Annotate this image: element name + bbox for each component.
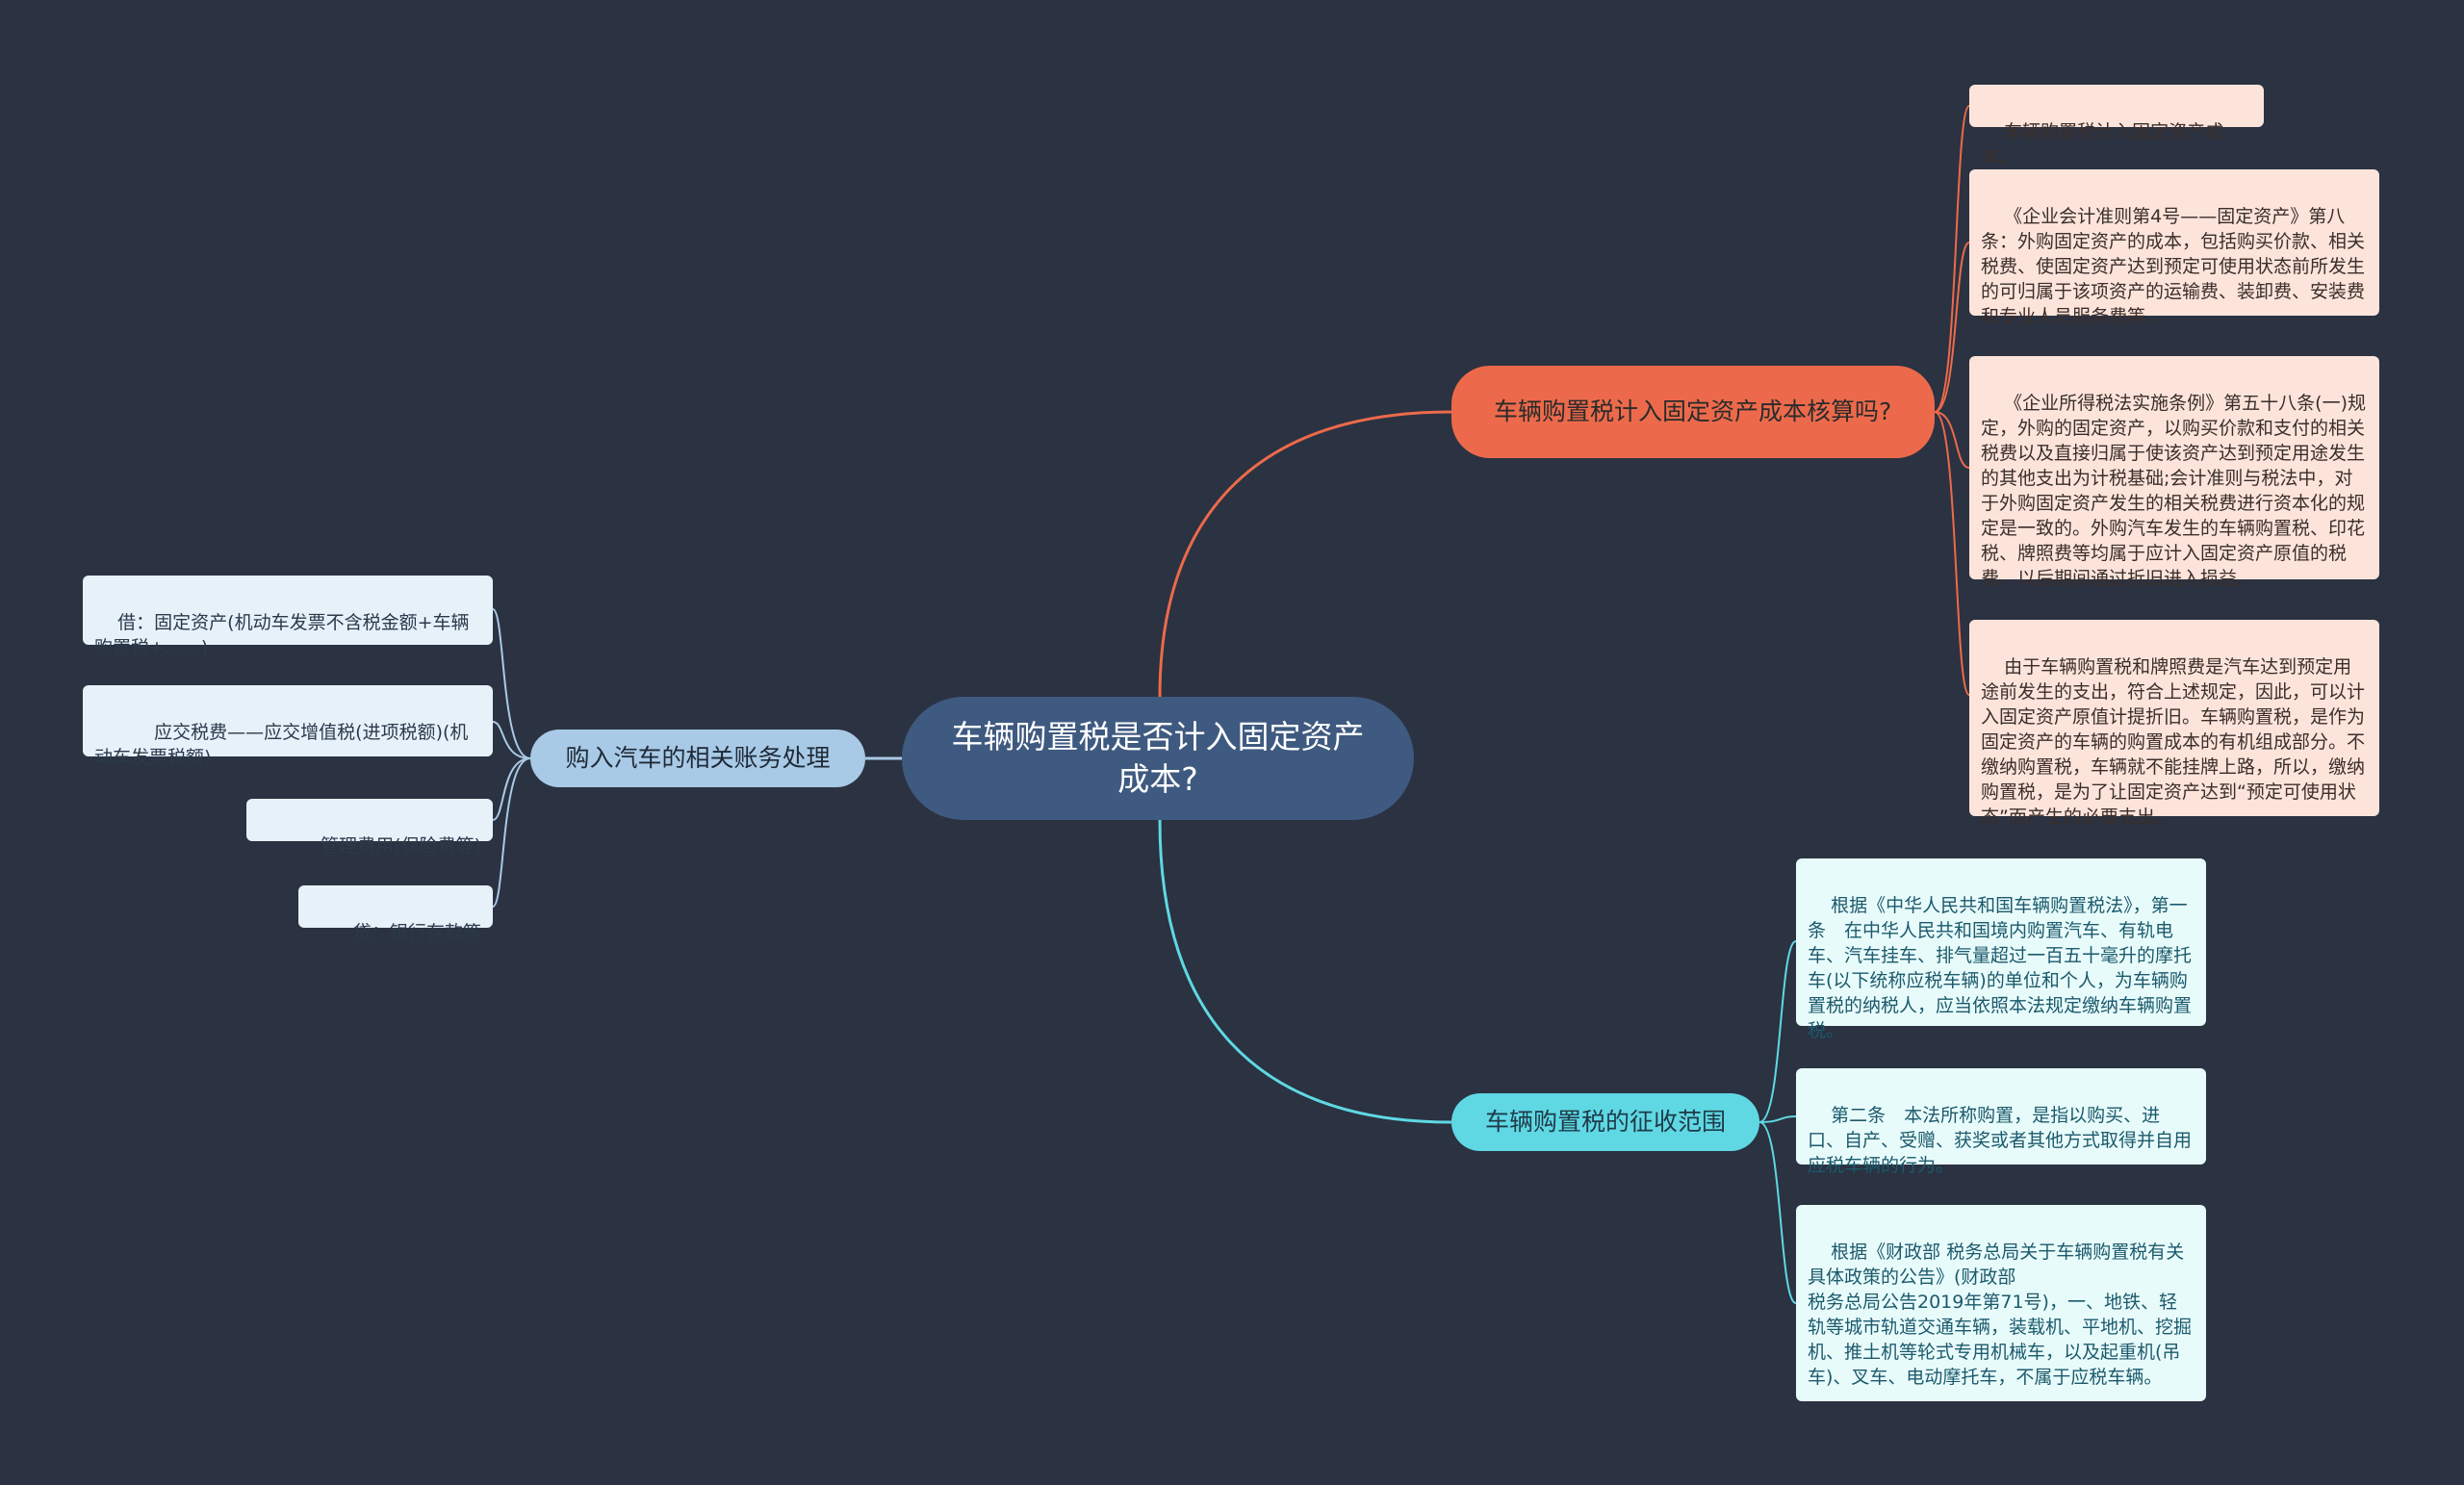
leaf-purchase-1[interactable]: 借：固定资产(机动车发票不含税金额+车辆购置税+……)	[83, 576, 493, 658]
leaf-accounting-1-text: 车辆购置税计入固定资产成本。	[1981, 121, 2224, 167]
link-blue-leaf-1	[492, 608, 531, 759]
leaf-accounting-3[interactable]: 《企业所得税法实施条例》第五十八条(一)规定，外购的固定资产，以购买价款和支付的…	[1969, 356, 2379, 589]
branch-tax-scope[interactable]: 车辆购置税的征收范围	[1451, 1093, 1759, 1151]
leaf-purchase-3[interactable]: 管理费用(保险费等)	[246, 799, 493, 857]
leaf-accounting-4-text: 由于车辆购置税和牌照费是汽车达到预定用途前发生的支出，符合上述规定，因此，可以计…	[1981, 656, 2366, 828]
leaf-purchase-2[interactable]: 应交税费——应交增值税(进项税额)(机动车发票税额)	[83, 685, 493, 768]
leaf-scope-1[interactable]: 根据《中华人民共和国车辆购置税法》，第一条 在中华人民共和国境内购置汽车、有轨电…	[1796, 858, 2206, 1041]
link-orange-leaf-2	[1934, 242, 1970, 413]
link-cyan-leaf-2	[1758, 1115, 1797, 1123]
link-orange-leaf-1	[1934, 105, 1970, 413]
leaf-scope-3-text: 根据《财政部 税务总局关于车辆购置税有关具体政策的公告》(财政部 税务总局公告2…	[1808, 1242, 2193, 1388]
leaf-accounting-4[interactable]: 由于车辆购置税和牌照费是汽车达到预定用途前发生的支出，符合上述规定，因此，可以计…	[1969, 620, 2379, 828]
leaf-accounting-2-text: 《企业会计准则第4号——固定资产》第八条：外购固定资产的成本，包括购买价款、相关…	[1981, 206, 2366, 327]
link-root-cyan	[1158, 819, 1452, 1124]
leaf-scope-2-text: 第二条 本法所称购置，是指以购买、进口、自产、受赠、获奖或者其他方式取得并自用应…	[1808, 1105, 2193, 1176]
branch-accounting-question[interactable]: 车辆购置税计入固定资产成本核算吗?	[1451, 366, 1935, 458]
link-blue-leaf-3	[492, 757, 531, 821]
leaf-purchase-2-text: 应交税费——应交增值税(进项税额)(机动车发票税额)	[94, 722, 469, 768]
branch-tax-scope-label: 车辆购置税的征收范围	[1484, 1108, 1726, 1136]
link-orange-leaf-4	[1934, 411, 1970, 696]
leaf-purchase-4-text: 贷：银行存款等	[352, 922, 481, 943]
branch-purchase-accounting[interactable]: 购入汽车的相关账务处理	[530, 730, 865, 787]
root-topic[interactable]: 车辆购置税是否计入固定资产成本?	[902, 697, 1414, 820]
leaf-purchase-3-text: 管理费用(保险费等)	[321, 835, 481, 857]
link-orange-leaf-3	[1934, 411, 1970, 469]
root-topic-title: 车辆购置税是否计入固定资产成本?	[951, 718, 1365, 798]
leaf-accounting-3-text: 《企业所得税法实施条例》第五十八条(一)规定，外购的固定资产，以购买价款和支付的…	[1981, 393, 2366, 589]
branch-accounting-question-label: 车辆购置税计入固定资产成本核算吗?	[1494, 397, 1892, 425]
leaf-purchase-1-text: 借：固定资产(机动车发票不含税金额+车辆购置税+……)	[94, 612, 470, 658]
leaf-scope-2[interactable]: 第二条 本法所称购置，是指以购买、进口、自产、受赠、获奖或者其他方式取得并自用应…	[1796, 1068, 2206, 1176]
leaf-scope-1-text: 根据《中华人民共和国车辆购置税法》，第一条 在中华人民共和国境内购置汽车、有轨电…	[1808, 895, 2193, 1041]
leaf-scope-3[interactable]: 根据《财政部 税务总局关于车辆购置税有关具体政策的公告》(财政部 税务总局公告2…	[1796, 1205, 2206, 1401]
link-cyan-leaf-3	[1758, 1121, 1797, 1304]
branch-purchase-accounting-label: 购入汽车的相关账务处理	[565, 744, 831, 772]
link-blue-leaf-4	[492, 757, 531, 908]
leaf-accounting-1[interactable]: 车辆购置税计入固定资产成本。	[1969, 85, 2264, 167]
link-cyan-leaf-1	[1758, 940, 1797, 1123]
leaf-purchase-4[interactable]: 贷：银行存款等	[298, 885, 493, 943]
link-root-orange	[1158, 410, 1452, 698]
leaf-accounting-2[interactable]: 《企业会计准则第4号——固定资产》第八条：外购固定资产的成本，包括购买价款、相关…	[1969, 169, 2379, 327]
link-blue-leaf-2	[492, 721, 531, 759]
